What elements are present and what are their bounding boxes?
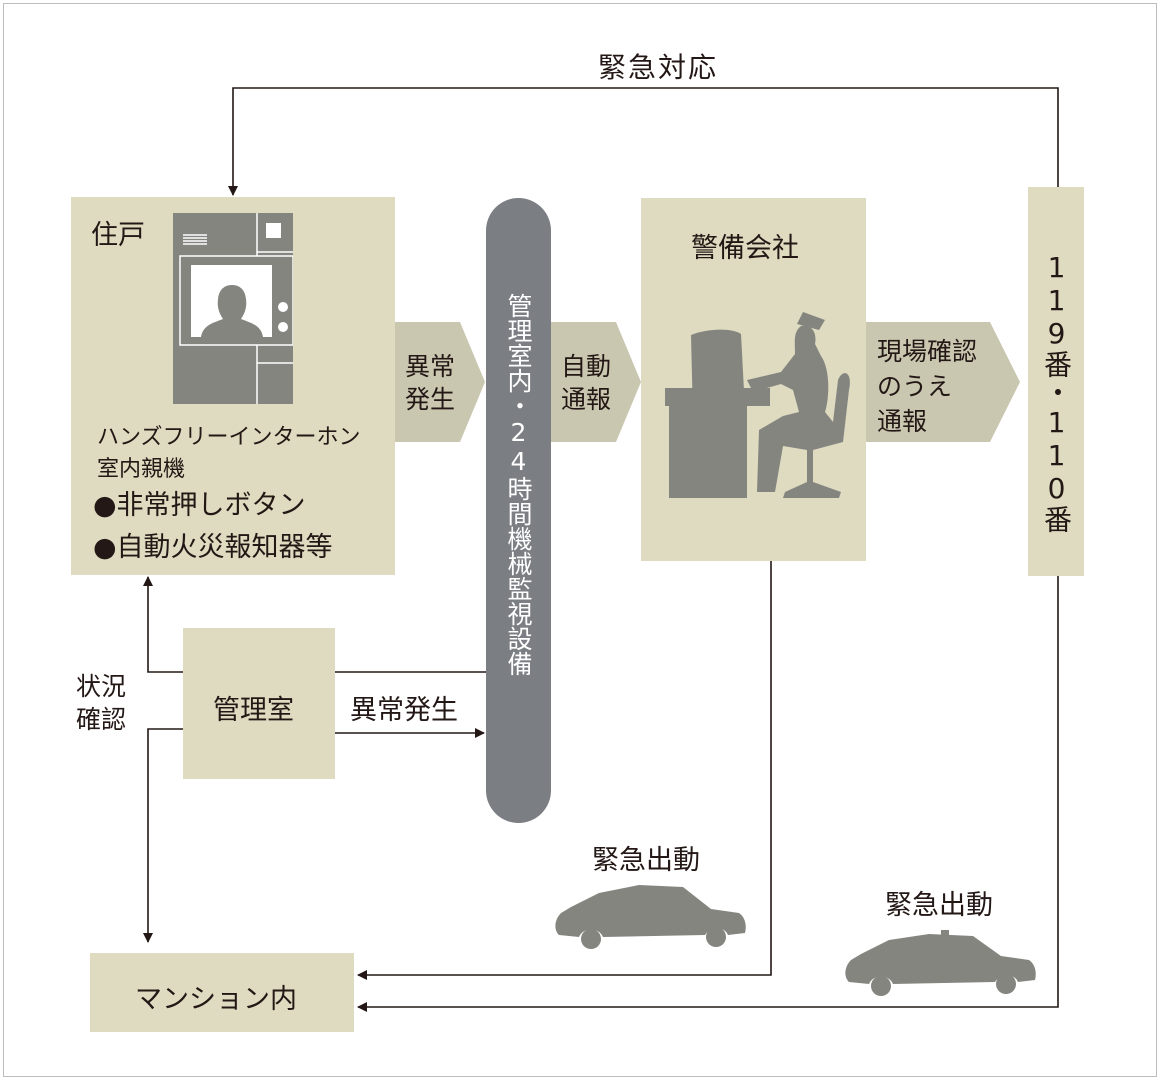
mansion-label: マンション内: [135, 984, 297, 1015]
emergency-response-line: [228, 87, 1059, 196]
abnormal-label: 異常発生: [405, 350, 455, 416]
auto-report-line1: 自動: [561, 352, 612, 381]
chevron-auto-report: [551, 322, 641, 442]
monitoring-label: 管理室内・24時間機械監視設備: [504, 293, 533, 676]
police-car-icon: [845, 930, 1036, 996]
emergency-numbers-label: 119番・110番: [1040, 251, 1073, 533]
diagram-frame: [3, 3, 1157, 1077]
status-check-line1: 状況: [76, 672, 127, 701]
security-company-box: 警備会社: [641, 198, 866, 561]
office-to-residence-line: [143, 576, 183, 673]
intercom-label: ハンズフリーインターホン: [97, 425, 361, 450]
dispatch-label-security: 緊急出動: [592, 845, 700, 876]
emergency-button-item: ●非常押しボタン: [93, 490, 306, 521]
mansion-box: マンション内: [90, 953, 354, 1032]
fire-alarm-item: ●自動火災報知器等: [93, 532, 333, 563]
abnormal-line2: 発生: [405, 385, 456, 414]
auto-report-label: 自動通報: [561, 350, 611, 416]
confirm-line2: のうえ: [877, 372, 953, 401]
car-icon: [555, 885, 746, 949]
residence-box: 住戸 ハンズフリーインターホン 室内親機 ●非常押しボタン ●自動火災報知器等: [71, 197, 395, 575]
confirm-line1: 現場確認: [877, 337, 978, 366]
emergency-response-label: 緊急対応: [598, 51, 719, 84]
chevron-confirm-report: [866, 322, 1020, 442]
security-company-title: 警備会社: [691, 233, 799, 264]
management-office-box: 管理室: [183, 628, 335, 779]
confirm-report-label: 現場確認のうえ通報: [877, 334, 977, 439]
dispatch-label-police: 緊急出動: [885, 890, 993, 921]
confirm-line3: 通報: [877, 407, 928, 436]
indoor-unit-label: 室内親機: [97, 457, 186, 482]
emergency-numbers-box: 119番・110番: [1028, 187, 1084, 576]
intercom-icon: [173, 213, 293, 404]
security-guard-icon: [665, 312, 850, 498]
residence-title: 住戸: [91, 220, 145, 251]
police-dispatch-line: [357, 576, 1059, 1012]
security-dispatch-line: [357, 561, 772, 980]
abnormal-line1: 異常: [405, 352, 456, 381]
abnormal-occurrence-label: 異常発生: [350, 695, 458, 726]
management-office-label: 管理室: [213, 695, 294, 726]
status-check-line2: 確認: [76, 705, 127, 734]
chevron-abnormal: [395, 322, 485, 442]
office-to-mansion-line: [143, 728, 183, 943]
auto-report-line2: 通報: [561, 385, 612, 414]
status-check-label: 状況確認: [76, 670, 126, 736]
monitoring-equipment-bar: 管理室内・24時間機械監視設備: [486, 198, 551, 823]
